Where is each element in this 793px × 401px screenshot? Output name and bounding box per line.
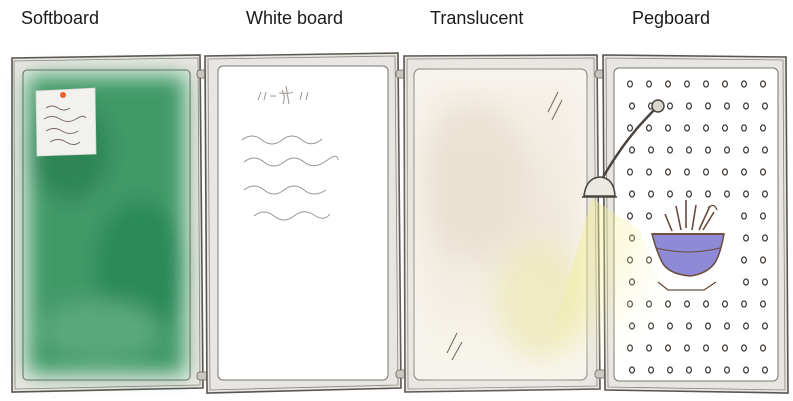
sticky-note	[36, 88, 96, 156]
panel-softboard	[12, 55, 203, 392]
white-board-surface	[218, 66, 388, 380]
panel-white-board	[205, 53, 401, 393]
pin-icon	[60, 92, 66, 98]
